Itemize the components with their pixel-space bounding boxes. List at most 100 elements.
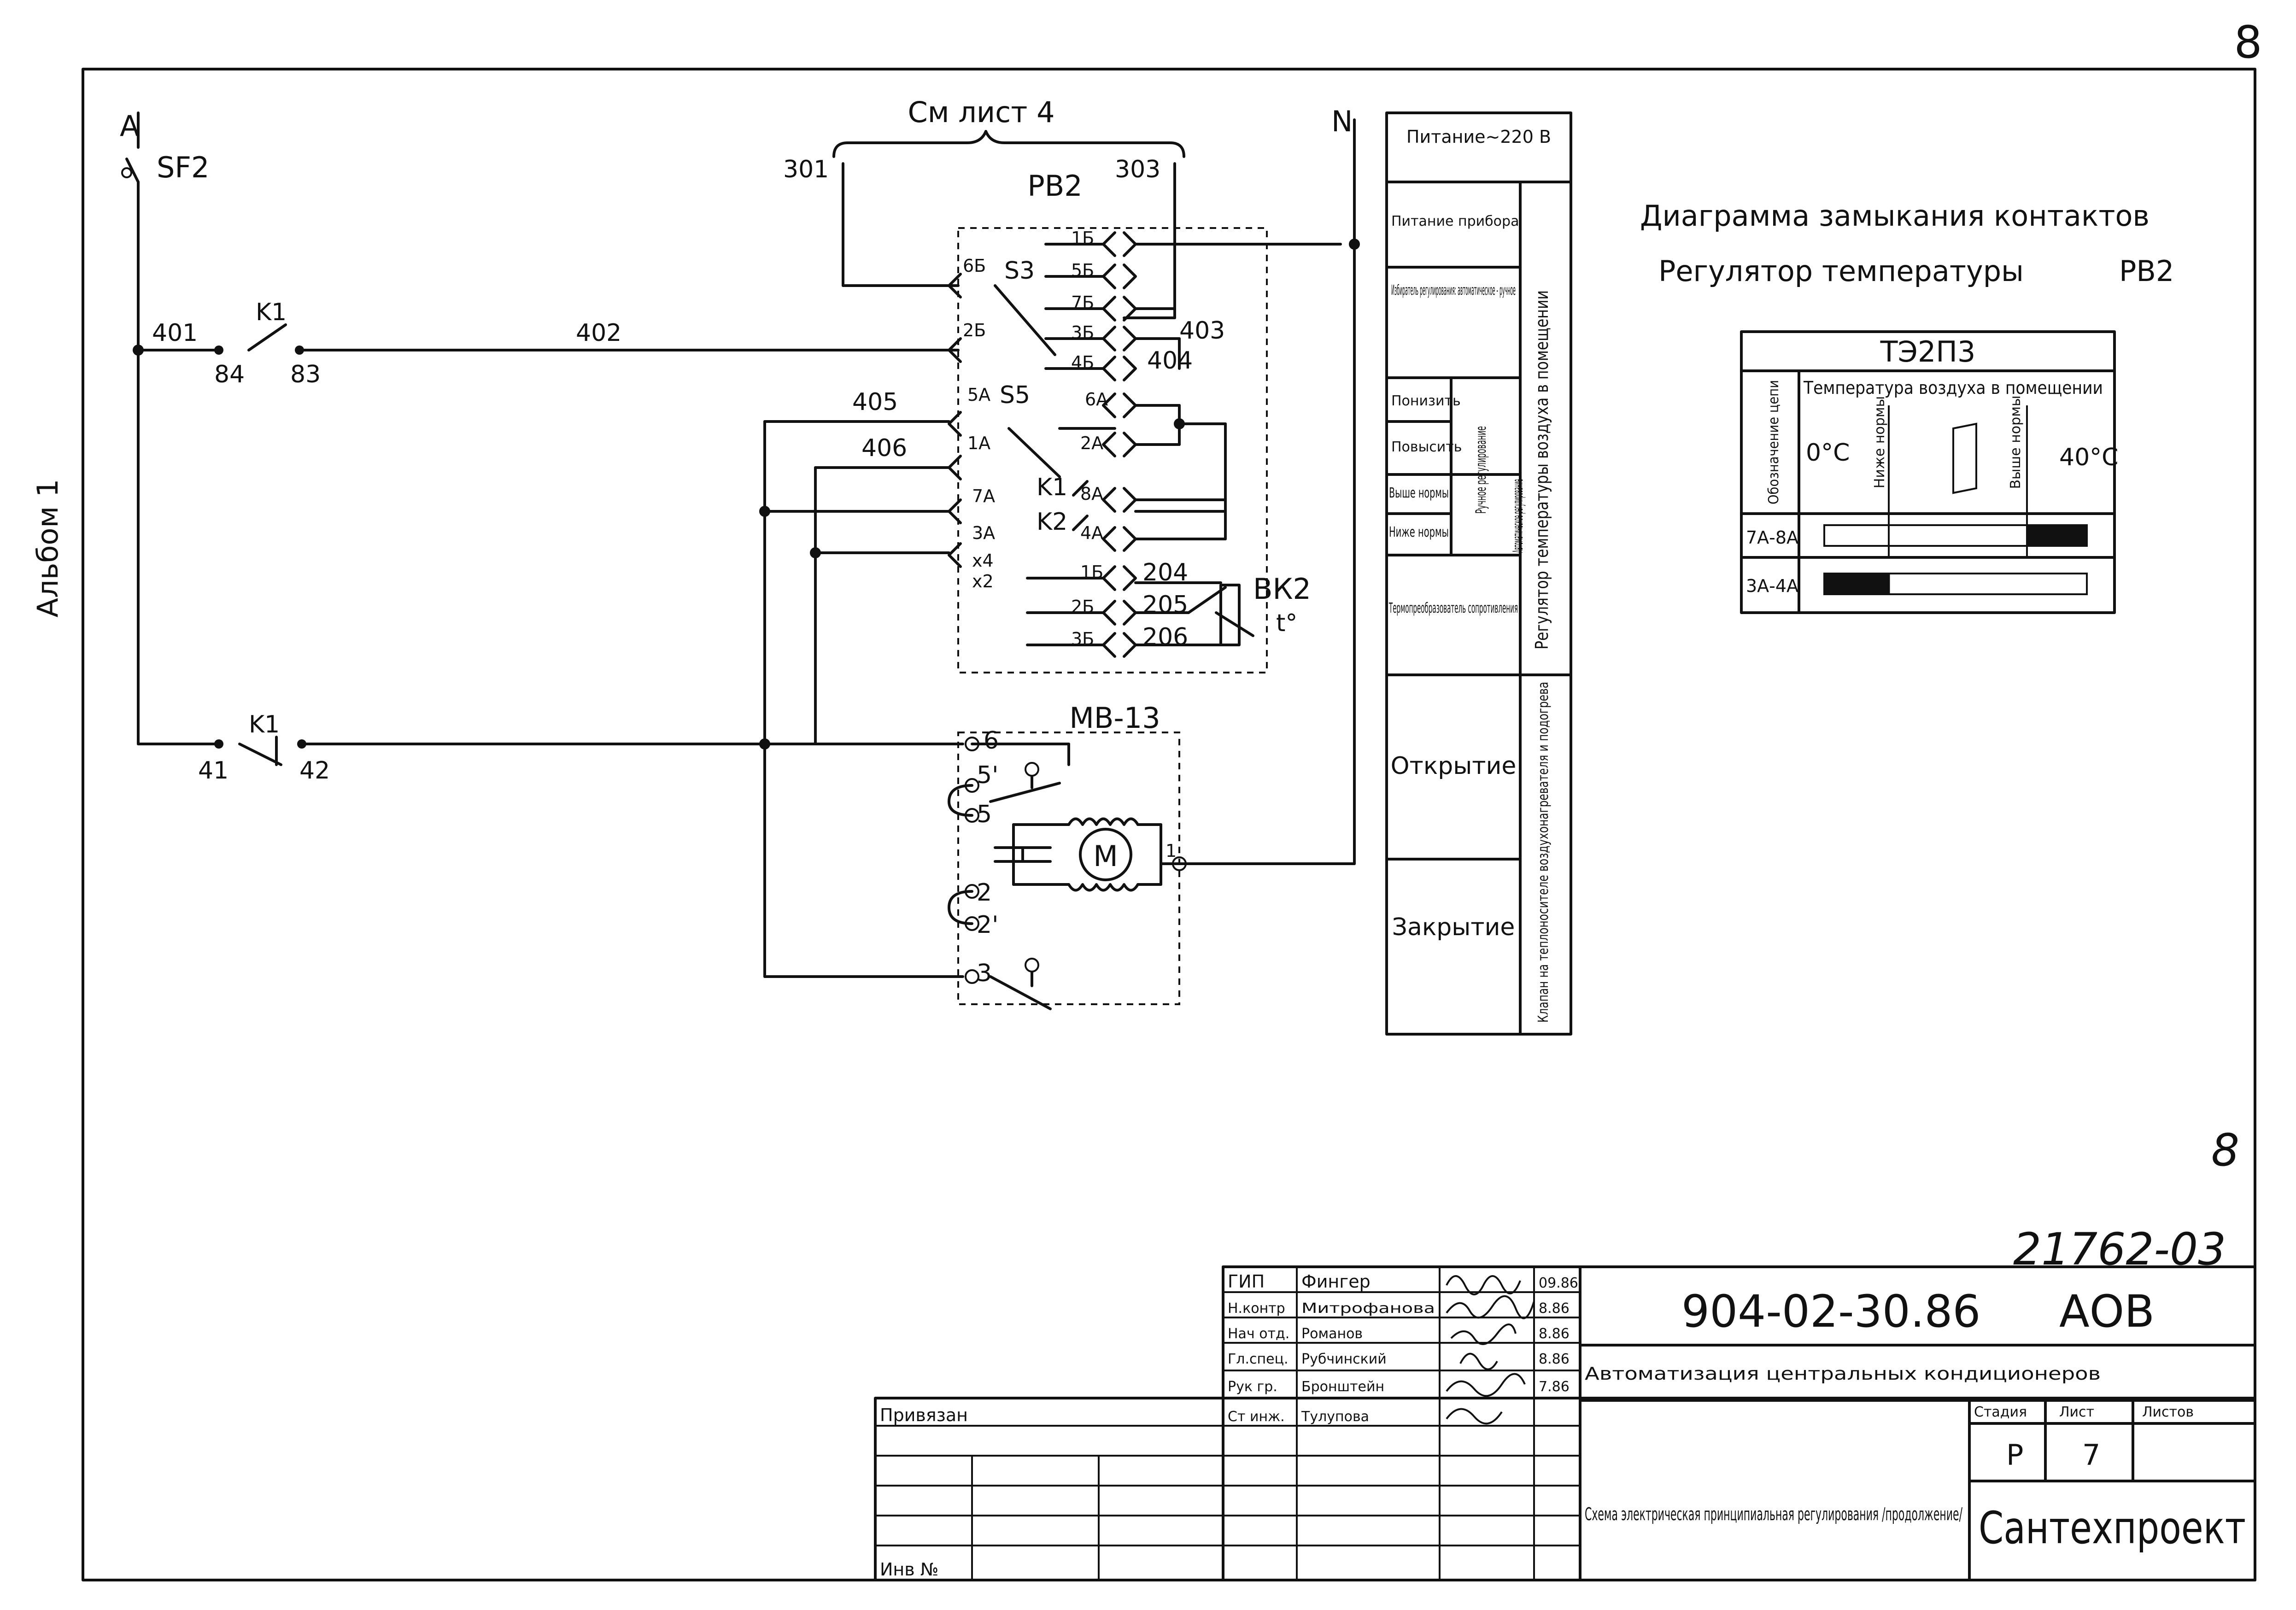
regulator-wiring: 403 404 204 205 206 ВК2 t° 405 406 bbox=[759, 243, 1342, 978]
cd-scale-above: Выше нормы bbox=[2008, 395, 2024, 489]
relay-k1-lower-label: K1 bbox=[249, 711, 280, 738]
tb-date-2: 8.86 bbox=[1539, 1326, 1570, 1342]
tb-role-4: Рук гр. bbox=[1228, 1379, 1277, 1395]
wire-301: 301 bbox=[783, 156, 829, 183]
actuator-mv13: МВ-13 6 5' 5 2 2' 3 1 M bbox=[948, 701, 1187, 1010]
tb-inv-label: Инв № bbox=[880, 1559, 938, 1580]
handwritten-page: 8 bbox=[2211, 1124, 2239, 1176]
relay-k1-inner: K1 bbox=[1037, 474, 1067, 501]
tb-sheet-header: Лист bbox=[2059, 1404, 2094, 1420]
tb-role-0: ГИП bbox=[1228, 1271, 1265, 1292]
ft-row-above: Выше нормы bbox=[1389, 485, 1449, 501]
sheet-number: 8 bbox=[2234, 17, 2262, 68]
contact-diagram: Диаграмма замыкания контактов Регулятор … bbox=[1640, 199, 2174, 614]
tb-role-5: Ст инж. bbox=[1228, 1409, 1285, 1425]
cd-subtitle: Регулятор температуры bbox=[1658, 254, 2024, 288]
tb-role-3: Гл.спец. bbox=[1228, 1351, 1289, 1367]
tb-sheet: 7 bbox=[2082, 1438, 2100, 1472]
signature-1 bbox=[1446, 1295, 1535, 1319]
tb-role-2: Нач отд. bbox=[1228, 1326, 1289, 1342]
wire-303: 303 bbox=[1115, 156, 1160, 183]
tb-stage-header: Стадия bbox=[1974, 1404, 2027, 1420]
signature-3 bbox=[1459, 1352, 1498, 1370]
act-term-5p: 5' bbox=[977, 761, 998, 789]
switch-s5: S5 bbox=[1000, 381, 1030, 409]
tb-drawing-title: Схема электрическая принципиальная регул… bbox=[1585, 1504, 1962, 1524]
signature-5 bbox=[1446, 1408, 1503, 1425]
tb-date-3: 8.86 bbox=[1539, 1351, 1570, 1367]
relay-k1-pin-42: 42 bbox=[299, 757, 330, 785]
ft-row-close: Закрытие bbox=[1392, 913, 1515, 941]
regulator-right-terminals: 1Б 5Б 7Б 3Б 4Б 6А 2А 8А 4А 1Б 2Б 3Б bbox=[1071, 228, 1108, 649]
term-8a: 8А bbox=[1080, 484, 1103, 504]
breaker-label: SF2 bbox=[157, 151, 209, 184]
ft-mode-auto: Автоматическое регулирование bbox=[1510, 479, 1526, 553]
tb-name-3: Рубчинский bbox=[1301, 1351, 1387, 1367]
neutral-bus: N bbox=[1173, 105, 1360, 865]
act-term-2: 2 bbox=[977, 879, 992, 907]
signature-4 bbox=[1446, 1373, 1526, 1397]
reference-note: См лист 4 bbox=[908, 95, 1054, 129]
tb-linked-label: Привязан bbox=[880, 1405, 968, 1425]
tb-name-2: Романов bbox=[1301, 1326, 1363, 1342]
tb-role-1: Н.контр bbox=[1228, 1300, 1285, 1317]
cd-subtitle-code: РВ2 bbox=[2119, 254, 2174, 288]
sheet-frame bbox=[82, 68, 2256, 1581]
ft-row-open: Открытие bbox=[1391, 752, 1517, 780]
tb-name-4: Бронштейн bbox=[1301, 1379, 1384, 1395]
cd-header-temp: Температура воздуха в помещении bbox=[1803, 378, 2103, 398]
tb-project-title: Автоматизация центральных кондиционеров bbox=[1585, 1364, 2101, 1384]
act-term-2p: 2' bbox=[977, 911, 998, 939]
term-x4: x4 bbox=[972, 550, 994, 571]
sheet-reference: См лист 4 301 303 bbox=[783, 95, 1185, 319]
cd-header-circuit: Обозначение цепи bbox=[1766, 380, 1782, 504]
term-4a: 4А bbox=[1080, 523, 1103, 543]
tb-date-1: 8.86 bbox=[1539, 1300, 1570, 1317]
ft-row-lower: Понизить bbox=[1391, 393, 1461, 409]
regulator-left-terminals: 6Б 2Б 5А 1А 7А 3А x4 x2 bbox=[963, 256, 995, 591]
regulator-rv2: РВ2 S3 S5 K1 K2 bbox=[957, 169, 1268, 673]
signature-2 bbox=[1450, 1323, 1517, 1345]
ft-header: Питание~220 В bbox=[1406, 127, 1551, 147]
cd-row2-circuit: 3А-4А bbox=[1746, 576, 1798, 596]
ft-row-sensor: Термопреобразователь сопротивления bbox=[1389, 600, 1518, 616]
act-term-3: 3 bbox=[977, 960, 992, 987]
cd-device: ТЭ2П3 bbox=[1880, 335, 1976, 369]
relay-k2-inner: K2 bbox=[1037, 508, 1067, 536]
term-2b: 2Б bbox=[963, 320, 986, 340]
act-term-6: 6 bbox=[984, 727, 999, 755]
wire-403: 403 bbox=[1179, 317, 1225, 345]
ft-row-below: Ниже нормы bbox=[1389, 524, 1449, 540]
function-table: Питание~220 В Питание прибора Избиратель… bbox=[1385, 111, 1572, 1036]
sensor-temp: t° bbox=[1276, 609, 1297, 637]
wire-406: 406 bbox=[861, 434, 907, 462]
album-label: Альбом 1 bbox=[31, 479, 64, 618]
cd-row2-closed bbox=[1824, 574, 1890, 594]
wire-401: 401 bbox=[152, 319, 198, 347]
term-2a: 2А bbox=[1080, 433, 1103, 453]
cd-title: Диаграмма замыкания контактов bbox=[1640, 199, 2150, 233]
tb-date-0: 09.86 bbox=[1539, 1275, 1578, 1291]
signature-0 bbox=[1446, 1275, 1521, 1295]
wire-402: 402 bbox=[576, 319, 621, 347]
relay-k1-label: K1 bbox=[256, 299, 287, 326]
switch-s3: S3 bbox=[1004, 257, 1035, 285]
tb-set-code: АОВ bbox=[2059, 1286, 2155, 1337]
term-x2: x2 bbox=[972, 571, 994, 591]
wire-404: 404 bbox=[1147, 347, 1193, 375]
cd-row1-closed bbox=[2026, 525, 2087, 546]
relay-k1-pin-83: 83 bbox=[290, 361, 321, 388]
cd-row1-circuit: 7А-8А bbox=[1746, 527, 1798, 548]
phase-label: A bbox=[120, 109, 139, 143]
ft-group-regulator: Регулятор температуры воздуха в помещени… bbox=[1532, 290, 1552, 650]
tb-project-code: 904-02-30.86 bbox=[1681, 1286, 1981, 1337]
relay-k1-pin-41: 41 bbox=[198, 757, 228, 785]
power-bus-a: A SF2 401 K1 84 83 402 K1 41 42 bbox=[120, 109, 960, 785]
tb-name-1: Митрофанова bbox=[1301, 1300, 1435, 1317]
regulator-label: РВ2 bbox=[1027, 169, 1082, 203]
tb-name-0: Фингер bbox=[1301, 1271, 1371, 1292]
wire-205: 205 bbox=[1142, 591, 1188, 619]
ft-row-power: Питание прибора bbox=[1391, 213, 1519, 229]
wire-405: 405 bbox=[852, 388, 898, 416]
